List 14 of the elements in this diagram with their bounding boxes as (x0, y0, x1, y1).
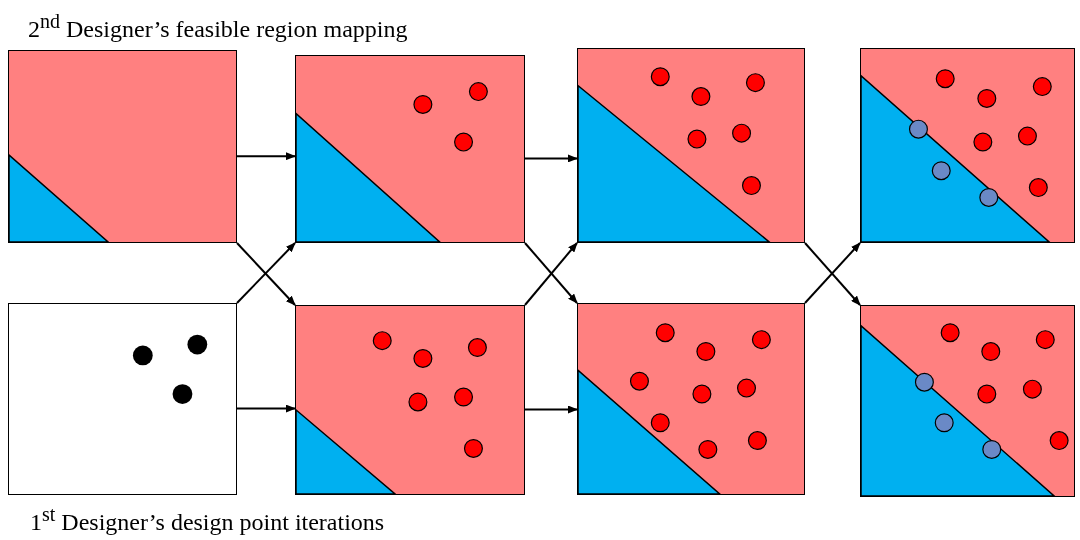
design-space-drawing (8, 303, 237, 495)
design-space-drawing (860, 48, 1075, 243)
design-space-drawing (860, 305, 1075, 497)
arrow (236, 404, 296, 413)
design-space-drawing (577, 48, 805, 243)
design-space-drawing (577, 303, 805, 495)
arrow (524, 405, 578, 414)
panel-caption: 1$^{st}$ Designer’s design point iterations (30, 503, 385, 536)
arrow (524, 154, 578, 163)
design-space-drawing (295, 305, 525, 495)
panel-caption: 2$^{nd}$ Designer’s feasible region mapping (28, 10, 408, 43)
design-space-drawing (295, 55, 525, 243)
design-space-drawing (8, 50, 237, 243)
arrow (236, 152, 296, 161)
